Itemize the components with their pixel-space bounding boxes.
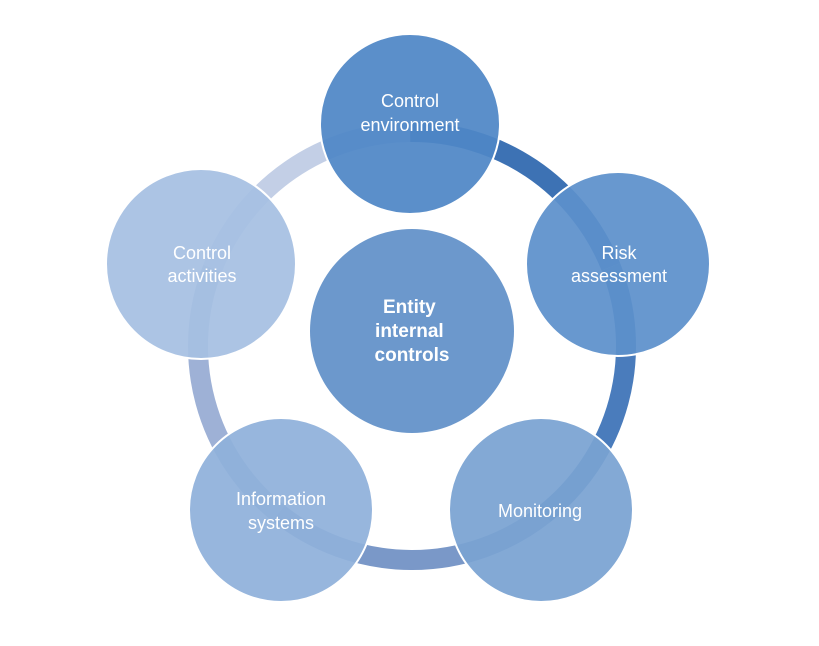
node-information-systems-label-line-1: Information xyxy=(236,489,326,509)
node-control-environment-circle xyxy=(319,33,501,215)
center-label-line-3: controls xyxy=(375,345,450,366)
node-control-environment-label-line-2: environment xyxy=(360,115,459,135)
node-information-systems-label: Information systems xyxy=(236,489,326,533)
node-control-activities-circle xyxy=(105,168,297,360)
node-risk-assessment-label-line-1: Risk xyxy=(602,243,638,263)
node-control-activities-label: Control activities xyxy=(167,243,236,286)
node-control-environment-label-line-1: Control xyxy=(381,91,439,111)
center-hub: Entity internal controls xyxy=(310,229,514,433)
node-control-activities-label-line-2: activities xyxy=(167,266,236,286)
node-information-systems-label-line-2: systems xyxy=(248,513,314,533)
node-control-activities: Control activities xyxy=(105,168,297,360)
center-circle xyxy=(310,229,514,433)
node-monitoring: Monitoring xyxy=(448,417,634,603)
node-control-activities-label-line-1: Control xyxy=(173,243,231,263)
center-label-line-1: Entity xyxy=(383,297,436,318)
node-information-systems: Information systems xyxy=(188,417,374,603)
node-monitoring-label-line-1: Monitoring xyxy=(498,501,582,521)
node-risk-assessment: Risk assessment xyxy=(525,171,711,357)
center-label-line-2: internal xyxy=(375,321,444,342)
node-information-systems-circle xyxy=(188,417,374,603)
node-control-environment: Control environment xyxy=(319,33,501,215)
center-label: Entity internal controls xyxy=(375,297,450,366)
node-monitoring-label: Monitoring xyxy=(498,501,582,521)
node-risk-assessment-circle xyxy=(525,171,711,357)
node-control-environment-label: Control environment xyxy=(360,91,459,135)
node-monitoring-circle xyxy=(448,417,634,603)
node-risk-assessment-label: Risk assessment xyxy=(571,243,667,286)
node-risk-assessment-label-line-2: assessment xyxy=(571,266,667,286)
